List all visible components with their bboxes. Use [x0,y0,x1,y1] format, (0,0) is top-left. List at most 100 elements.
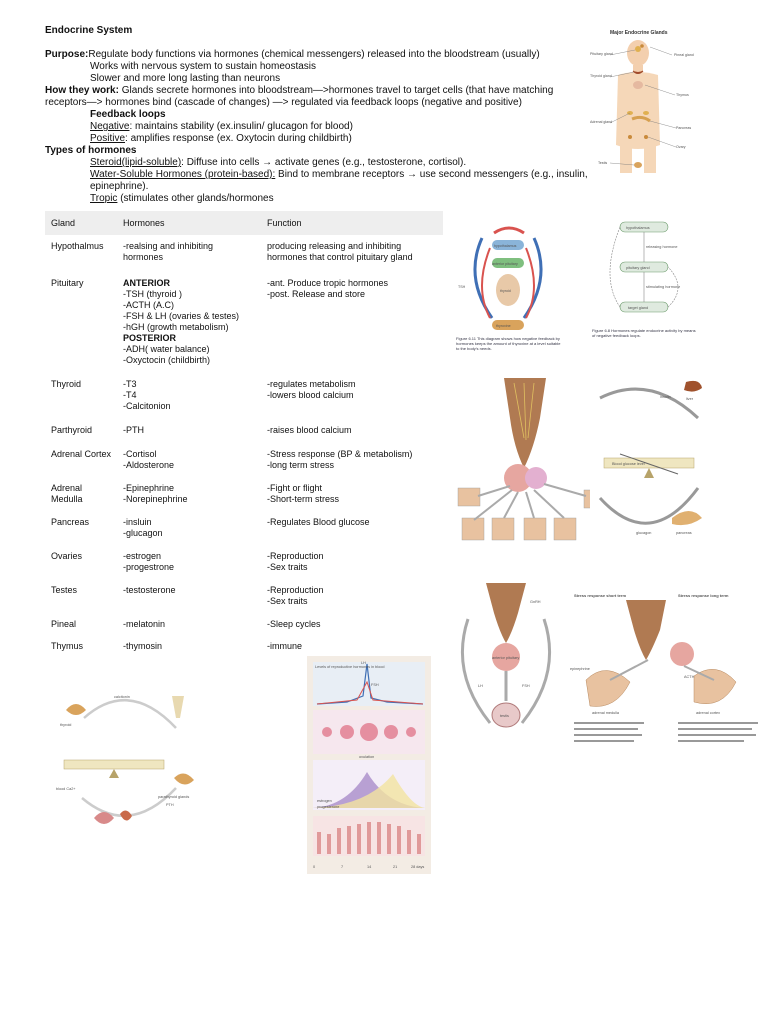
nf-hypothalamus-label: hypothalamus [626,226,650,230]
function-cell: -Reproduction -Sex traits [267,551,324,572]
calcitonin-label: calcitonin [114,695,130,699]
menstrual-title-label: Levels of reproductive hormones in blood [315,665,384,669]
gland-cell: Pituitary [51,278,84,288]
day-28-label: 28 days [411,865,424,869]
anterior-pituitary-fig-label: anterior pituitary [492,656,519,660]
hormones-cell: -T3 -T4 -Calcitonion [123,379,171,411]
gland-cell: Pancreas [51,517,90,527]
menstrual-estrogen-label: estrogen [317,799,332,803]
day-7-label: 7 [341,865,343,869]
tropic-text: (stimulates other glands/hormones [117,193,274,204]
thyroxine-label: thyroxine [496,324,511,328]
function-cell: -raises blood calcium [267,425,352,435]
table-row: Adrenal Medulla -Epinephrine -Norepineph… [45,483,443,517]
glands-figure-title: Major Endocrine Glands [610,30,668,36]
gnrh-label: GnRH [530,600,541,604]
water-line: Water-Soluble Hormones (protein-based): … [90,169,588,181]
stress-response-figure: Stress response short term Stress respon… [566,590,766,765]
types-heading: Types of hormones [45,145,137,156]
hormones-cell: -thymosin [123,641,163,651]
hypothalamus-label: hypothalamus [494,244,517,248]
positive-label: Positive [90,133,126,144]
pituitary-targets-figure [454,378,610,550]
calcium-regulation-figure: calcitonin thyroid parathyroid glands PT… [54,688,204,846]
steroid-line: Steroid(lipid-soluble): Diffuse into cel… [90,157,466,169]
page-title: Endocrine System [45,25,133,36]
menstrual-progesterone-label: progesterone [317,805,339,809]
water-text: Bind to membrane receptors → use second … [275,169,588,180]
header-gland: Gland [45,211,117,235]
adrenal-label: Adrenal gland [590,120,612,124]
male-hormone-figure: GnRH LH FSH testis anterior pituitary [454,583,558,743]
blood-ca-label: blood Ca2+ [56,787,76,791]
hormones-cell: -PTH [123,425,144,435]
pth-label: PTH [166,803,174,807]
nf-stimulating-label: stimulating hormone [646,285,680,289]
header-hormones: Hormones [117,211,261,235]
table-row: Testes -testosterone -Reproduction -Sex … [45,585,443,619]
function-cell: -Fight or flight -Short-term stress [267,483,340,504]
anterior-item: -hGH (growth metabolism) [123,322,229,332]
water-label: Water-Soluble Hormones (protein-based): [90,169,276,180]
lh-label: LH [478,684,483,688]
menstrual-ovulation-label: ovulation [359,755,374,759]
endocrine-glands-figure: Major Endocrine Glands Pituitary gland P… [590,25,700,175]
posterior-item: -ADH( water balance) [123,344,210,354]
function-cell: -regulates metabolism -lowers blood calc… [267,379,356,400]
pituitary-label: Pituitary gland [590,52,613,56]
adrenal-cortex-label: adrenal cortex [696,711,720,715]
tropic-line: Tropic (stimulates other glands/hormones [90,193,274,205]
gland-cell: Hypothalmus [51,241,104,251]
thyroid-label: Thyroid gland [590,74,612,78]
liver-label: liver [686,397,694,401]
steroid-text: : Diffuse into cells → activate genes (e… [181,157,467,168]
purpose-text: Regulate body functions via hormones (ch… [88,49,540,60]
short-term-label: Stress response short term [574,593,626,598]
long-term-label: Stress response long term [678,593,729,598]
table-header-row: Gland Hormones Function [45,211,443,235]
gland-cell: Thyroid [51,379,82,389]
hormones-cell: -testosterone [123,585,176,595]
insulin-label: insulin [660,395,671,399]
thyroid-ca-label: thyroid [60,723,71,727]
glucagon-label: glucagon [636,531,651,535]
water-line-2: epinephrine). [90,181,149,192]
anterior-pituitary-label: anterior pituitary [492,262,518,266]
positive-line: Positive: amplifies response (ex. Oxytoc… [90,133,352,145]
tropic-label: Tropic [90,193,118,204]
how-line: How they work: Glands secrete hormones i… [45,85,554,96]
menstrual-cycle-figure: Levels of reproductive hormones in blood… [307,656,431,874]
how-label: How they work [45,85,116,96]
hormones-cell: -estrogen -progestrone [123,551,175,572]
tsh-label: TSH [458,285,466,289]
ovary-label: Ovary [676,145,686,149]
anterior-heading: ANTERIOR [123,278,170,288]
pancreas-fig-label: pancreas [676,531,692,535]
pineal-label: Pineal gland [674,53,694,57]
nf-target-label: target gland [628,306,648,310]
posterior-heading: POSTERIOR [123,333,177,343]
hormones-cell: ANTERIOR -TSH (thyroid ) -ACTH (A.C) -FS… [117,277,261,379]
thyroid-feedback-caption: Figure 6.11 This diagram shows how negat… [456,336,561,351]
gland-cell: Adrenal Medulla [51,483,83,504]
hormones-cell: -realsing and inhibiting hormones [123,241,214,262]
table-row: Thyroid -T3 -T4 -Calcitonion -regulates … [45,379,443,425]
hormones-cell: -Cortisol -Aldosterone [123,449,175,470]
negative-label: Negative [90,121,130,132]
feedback-heading: Feedback loops [90,109,166,120]
positive-text: : amplifies response (ex. Oxytocin durin… [125,133,352,144]
adrenal-medulla-label: adrenal medulla [592,711,620,715]
purpose-line-2: Works with nervous system to sustain hom… [90,61,317,72]
fsh-label: FSH [522,684,530,688]
head-shape [627,40,649,66]
testis-fig-label: testis [500,714,509,718]
torso-shape [616,72,660,149]
testis-label: Testis [598,161,607,165]
function-cell: -Stress response (BP & metabolism) -long… [267,449,413,470]
how-line-2: receptors—> hormones bind (cascade of ch… [45,97,522,108]
function-cell: -Sleep cycles [267,619,321,629]
gland-cell: Adrenal Cortex [51,449,112,459]
glucose-regulation-figure: Blood glucose level insulin glucagon liv… [590,378,708,550]
table-row: Pancreas -insluin -glucagon -Regulates B… [45,517,443,551]
